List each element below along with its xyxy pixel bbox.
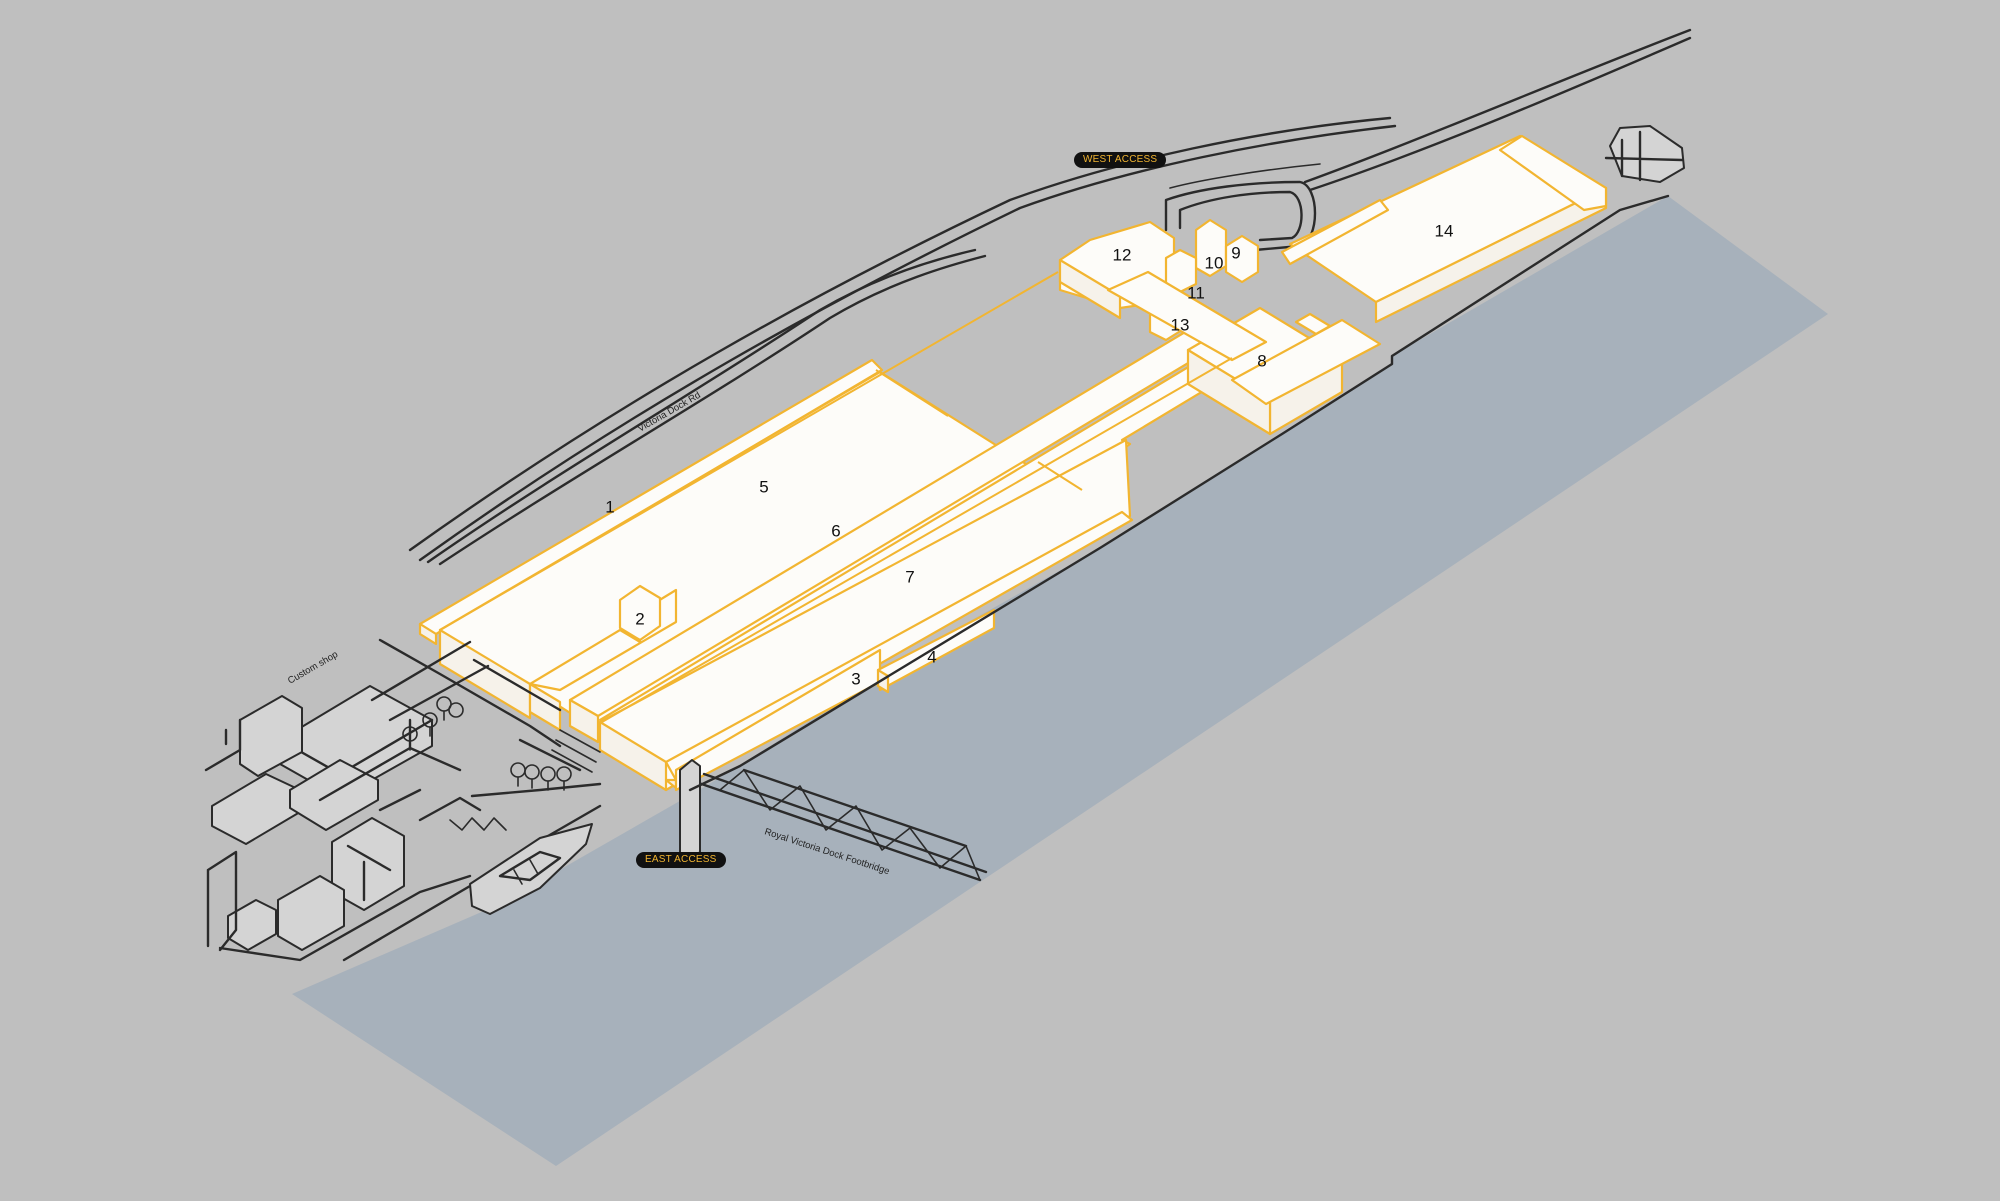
zone-label-5[interactable]: 5 [759, 477, 768, 496]
zone-label-14[interactable]: 14 [1435, 221, 1454, 240]
venue-buildings [418, 134, 1608, 792]
zone-labels: 1 2 3 4 5 6 7 8 9 10 11 12 13 14 [605, 221, 1453, 688]
zone-label-11[interactable]: 11 [1187, 283, 1205, 302]
zone-label-10[interactable]: 10 [1205, 253, 1224, 272]
zone-label-8[interactable]: 8 [1257, 351, 1266, 370]
east-access-badge[interactable]: EAST ACCESS [636, 852, 726, 868]
railway-lines [408, 28, 1692, 566]
zone-label-4[interactable]: 4 [927, 647, 936, 666]
pier-pavilion [1604, 125, 1685, 183]
west-access-badge[interactable]: WEST ACCESS [1074, 152, 1167, 168]
zone-label-3[interactable]: 3 [851, 669, 860, 688]
dock-water [292, 196, 1828, 1166]
zone-label-6[interactable]: 6 [831, 521, 840, 540]
neighbourhood [204, 638, 602, 962]
footbridge-truss-icon [679, 759, 988, 882]
zone-label-1[interactable]: 1 [605, 497, 614, 516]
boat-icon [469, 823, 593, 915]
tree-icon [402, 696, 572, 791]
zone-label-12[interactable]: 12 [1113, 245, 1132, 264]
zone-label-9[interactable]: 9 [1231, 243, 1240, 262]
zone-label-13[interactable]: 13 [1171, 315, 1190, 334]
quay-edge [688, 194, 1670, 792]
zone-label-2[interactable]: 2 [635, 609, 644, 628]
street-label-custom-shop: Custom shop [286, 649, 340, 687]
zone-label-7[interactable]: 7 [905, 567, 914, 586]
